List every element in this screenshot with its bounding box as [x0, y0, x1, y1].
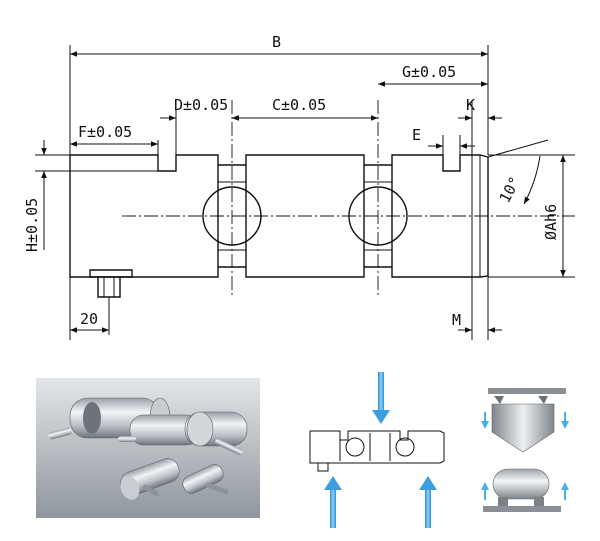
load-cell-small-1: [120, 458, 180, 500]
dim-c-label: C±0.05: [272, 96, 326, 114]
dim-h-label: H±0.05: [23, 198, 41, 252]
product-photo: [36, 378, 260, 518]
connector: [89, 269, 133, 298]
load-cell-small-2: [182, 464, 229, 495]
load-cell-right: [184, 411, 248, 456]
dim-b-label: B: [272, 33, 281, 51]
angle-label: 10°: [496, 174, 525, 206]
force-arrow-down: [372, 372, 390, 424]
dim-k-label: K: [466, 96, 475, 114]
loading-diagram: [309, 372, 445, 528]
dim-e-label: E: [412, 126, 421, 144]
dim-diameter-label: ØAh6: [542, 204, 560, 240]
dim-20-label: 20: [80, 310, 98, 328]
dim-f-label: F±0.05: [78, 123, 132, 141]
dim-m-label: M: [452, 311, 461, 329]
load-cell-drawing: B G±0.05 D±0.05 C±0.05 K F±0.05 E H±0.05…: [23, 33, 575, 340]
force-arrow-up-right: [419, 476, 437, 528]
dim-g-label: G±0.05: [402, 63, 456, 81]
force-arrow-up-left: [324, 476, 342, 528]
application-hopper: [481, 388, 569, 453]
dim-d-label: D±0.05: [174, 96, 228, 114]
application-tank: [481, 468, 569, 512]
